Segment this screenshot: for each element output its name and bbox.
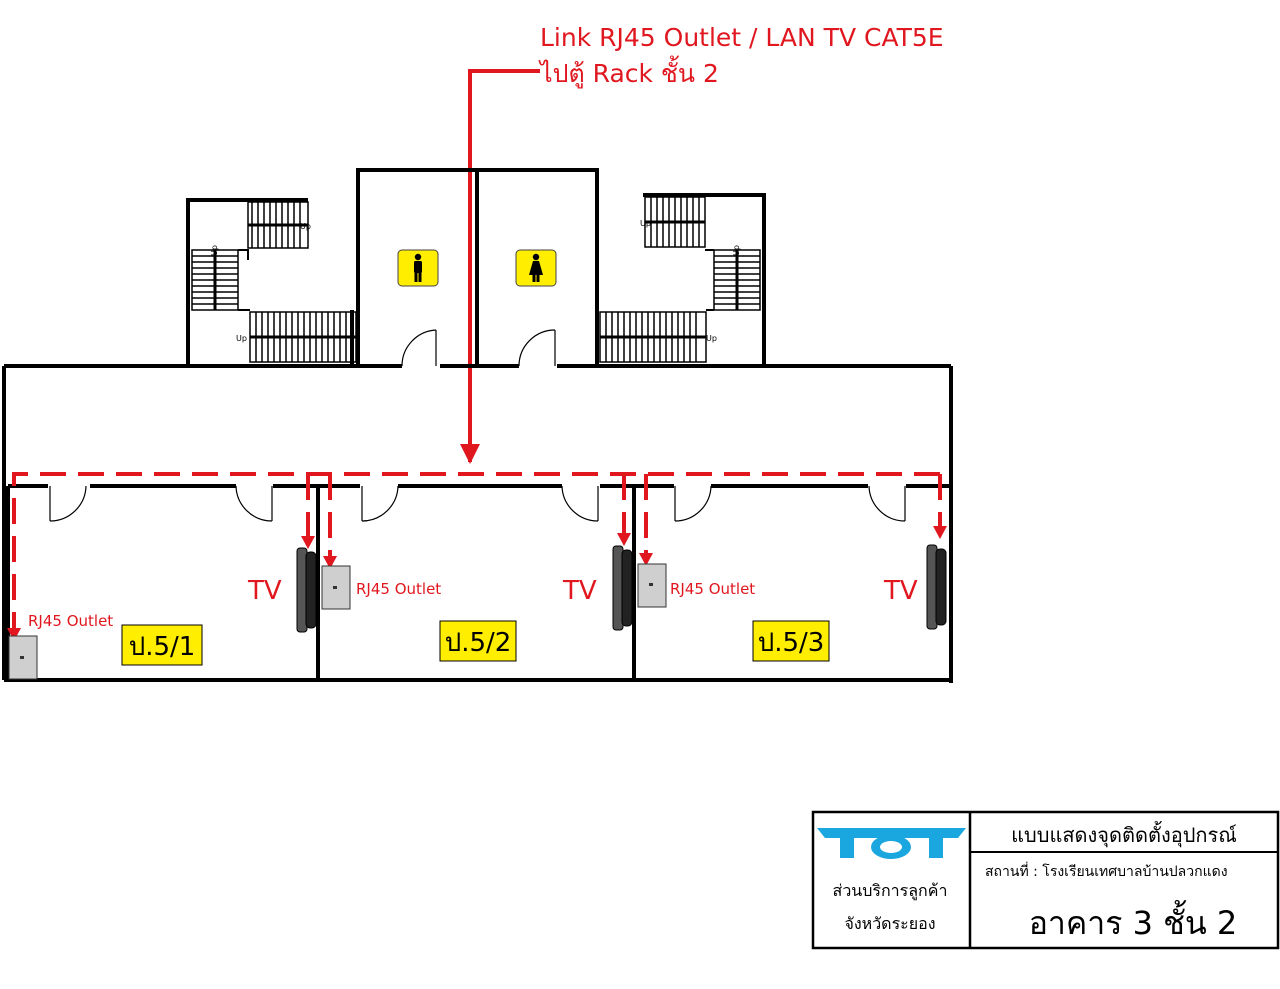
restroom-doors [401, 329, 556, 367]
stair-up-label: Up [706, 334, 717, 343]
left-staircase [191, 201, 357, 363]
title-block: TOT ส่วนบริการลูกค้า จังหวัดระยอง แบบแสด… [811, 810, 1280, 950]
room-label-badge: ป.5/3 [752, 620, 830, 662]
male-restroom-icon [397, 249, 439, 287]
room-label: ป.5/3 [758, 628, 825, 658]
tv-icon [926, 544, 947, 630]
main-cable [460, 69, 540, 464]
tv-label: TV [562, 576, 597, 606]
stair-up-label: Up [236, 334, 247, 343]
upper-walls [186, 168, 766, 365]
stair-up-label: Up [210, 245, 219, 256]
classroom-walls [6, 484, 951, 680]
tv-icon [612, 545, 633, 631]
org-line2: จังหวัดระยอง [844, 914, 935, 933]
room-label: ป.5/1 [129, 632, 196, 662]
corridor-walls [2, 364, 953, 683]
room-label-badge: ป.5/1 [121, 624, 203, 666]
cable-title-line1: Link RJ45 Outlet / LAN TV CAT5E [540, 23, 944, 52]
title-block-location: สถานที่ : โรงเรียนเทศบาลบ้านปลวกแดง [985, 862, 1228, 880]
title-block-building: อาคาร 3 ชั้น 2 [1029, 900, 1238, 942]
outlet-label: RJ45 Outlet [356, 580, 441, 598]
right-staircase [599, 196, 761, 363]
cable-arrowheads [7, 526, 947, 641]
stair-up-label: Up [640, 219, 651, 228]
room-label: ป.5/2 [445, 628, 512, 658]
female-restroom-icon [515, 249, 557, 287]
cable-title-line2: ไปตู้ Rack ชั้น 2 [538, 55, 719, 89]
rj45-outlet [321, 565, 351, 610]
title-block-heading: แบบแสดงจุดติดตั้งอุปกรณ์ [1011, 821, 1237, 848]
org-line1: ส่วนบริการลูกค้า [833, 881, 948, 901]
room-label-badge: ป.5/2 [439, 620, 517, 662]
tot-logo: TOT [817, 828, 966, 859]
cable-routes [12, 472, 942, 632]
tv-icon [296, 547, 317, 633]
classroom-doors [49, 485, 906, 522]
rj45-outlet [8, 635, 38, 680]
rj45-outlet [637, 563, 667, 608]
tv-label: TV [247, 576, 282, 606]
stair-up-label: Up [300, 222, 311, 231]
outlet-label: RJ45 Outlet [670, 580, 755, 598]
outlet-label: RJ45 Outlet [28, 612, 113, 630]
tot-logo-text: TOT [890, 853, 892, 855]
stair-up-label: Up [732, 245, 741, 256]
tv-label: TV [883, 576, 918, 606]
